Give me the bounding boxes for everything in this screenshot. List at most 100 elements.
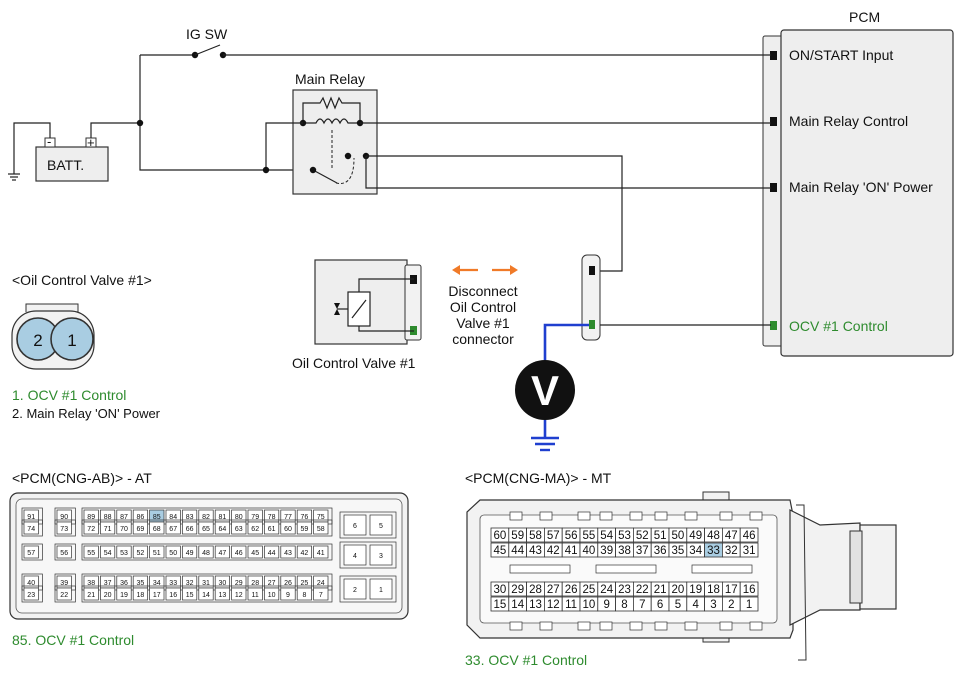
pcm-ma-pin-label: 38 <box>618 545 631 557</box>
pcm-ab-pin <box>264 521 280 535</box>
pcm-ma-pin-label: 41 <box>565 545 578 557</box>
pcm-ma-latch <box>629 511 643 521</box>
pcm-ma-pin-label: 48 <box>707 530 720 542</box>
ocv-connector-pin-1: 1 <box>67 331 76 350</box>
pcm-ab-pin-label: 42 <box>301 550 309 557</box>
pcm-ma-note: 33. OCV #1 Control <box>465 652 587 668</box>
pcm-ma-latch <box>577 511 591 521</box>
pcm-ma-connector <box>466 491 897 661</box>
pcm-ab-pin-label: 66 <box>186 526 194 533</box>
pcm-ma-pin-label: 44 <box>511 545 524 557</box>
ocv-connector-title: <Oil Control Valve #1> <box>12 272 152 288</box>
pcm-ab-pin-label: 17 <box>153 592 161 599</box>
pcm-ab-pin <box>165 521 181 535</box>
pcm-ab-pin-label: 78 <box>268 514 276 521</box>
pcm-ab-pin-label: 19 <box>120 592 128 599</box>
pcm-ab-pin-label: 56 <box>60 550 68 557</box>
ocv-legend-1: 1. OCV #1 Control <box>12 387 126 403</box>
pcm-ma-pin-label: 52 <box>636 530 649 542</box>
probe-ground-icon <box>531 436 559 452</box>
pcm-ma-pin-label: 36 <box>654 545 667 557</box>
pcm-ab-side-pin-label: 4 <box>353 553 357 560</box>
pcm-ab-pin-label: 70 <box>120 526 128 533</box>
pcm-ma-pin-label: 6 <box>657 599 663 611</box>
pcm-ma-latch <box>749 621 763 631</box>
pcm-ab-pin-label: 59 <box>301 526 309 533</box>
pcm-ma-pin-label: 11 <box>565 599 577 611</box>
pcm-ma-pin-label: 2 <box>728 599 734 611</box>
pcm-ab-pin <box>56 521 72 535</box>
pcm-ab-pin-label: 10 <box>268 592 276 599</box>
battery-minus-label: - <box>47 134 51 149</box>
pcm-ma-key <box>595 564 657 574</box>
pcm-ma-pin-label: 58 <box>529 530 542 542</box>
pcm-ab-pin-label: 28 <box>251 580 259 587</box>
pcm-ab-pin <box>132 521 148 535</box>
pcm-ab-pin <box>198 587 214 601</box>
pcm-ma-pin-label: 56 <box>565 530 578 542</box>
pcm-ab-pin <box>198 521 214 535</box>
ocv-harness-connector <box>581 254 601 341</box>
pcm-ab-pin <box>132 545 148 559</box>
pcm-ma-pin-label: 51 <box>654 530 667 542</box>
pcm-ma-pin-label: 27 <box>547 584 560 596</box>
pcm-ab-pin-label: 75 <box>317 514 325 521</box>
pcm-ma-latch <box>599 621 613 631</box>
pcm-ab-pin <box>56 587 72 601</box>
pcm-ab-pin <box>247 587 263 601</box>
pcm-ab-pin <box>264 587 280 601</box>
pcm-ab-pin-label: 23 <box>27 592 35 599</box>
pcm-ma-latch <box>599 511 613 521</box>
pcm-ab-side-group <box>339 511 397 539</box>
pcm-ma-latch <box>654 621 668 631</box>
pcm-ma-latch <box>539 621 553 631</box>
pcm-ab-pin <box>296 521 312 535</box>
pcm-ab-pin-label: 14 <box>202 592 210 599</box>
pcm-ab-pin-label: 79 <box>251 514 259 521</box>
ig-switch-icon <box>191 44 771 59</box>
pcm-ab-title: <PCM(CNG-AB)> - AT <box>12 470 152 486</box>
relay-wires <box>262 122 771 272</box>
pcm-ab-pin-label: 15 <box>186 592 194 599</box>
pcm-ab-pin-label: 91 <box>27 514 35 521</box>
pcm-ma-pin-label: 19 <box>689 584 702 596</box>
pcm-ab-pin-label: 83 <box>186 514 194 521</box>
pcm-ma-pin-label: 25 <box>583 584 596 596</box>
pcm-ab-pin <box>247 545 263 559</box>
pcm-ma-pin-label: 12 <box>547 599 560 611</box>
pcm-ab-pin-label: 58 <box>317 526 325 533</box>
ocv-connector-pin-2: 2 <box>33 331 42 350</box>
pcm-ab-pin <box>296 545 312 559</box>
pcm-ab-pin-group <box>54 585 76 603</box>
pcm-ab-pin-label: 82 <box>202 514 210 521</box>
pcm-ab-pin-label: 88 <box>104 514 112 521</box>
pcm-ab-pin-label: 27 <box>268 580 276 587</box>
pcm-ab-pin <box>313 545 329 559</box>
pcm-ma-pin-label: 50 <box>672 530 685 542</box>
pcm-ab-pin-group <box>54 519 76 537</box>
ig-switch-label: IG SW <box>186 26 228 42</box>
pcm-ma-pin-label: 16 <box>743 584 756 596</box>
pcm-ma-pin-label: 18 <box>707 584 720 596</box>
voltmeter-icon: V <box>515 360 575 420</box>
pcm-ab-pin <box>23 545 39 559</box>
pcm-ab-side-group <box>339 575 397 603</box>
pcm-ma-pin-label: 30 <box>494 584 507 596</box>
pcm-ab-pin-label: 80 <box>235 514 243 521</box>
pcm-ab-side-group <box>339 541 397 569</box>
pcm-ab-pin-group <box>21 543 43 561</box>
pcm-ab-pin-label: 7 <box>319 592 323 599</box>
pcm-ma-pin <box>739 596 759 612</box>
pcm-ma-pin-label: 49 <box>689 530 702 542</box>
pcm-ab-pin <box>116 521 132 535</box>
battery-plus-label: + <box>87 135 95 150</box>
pcm-ab-pin-label: 11 <box>252 592 259 599</box>
pcm-ma-pin-label: 8 <box>621 599 627 611</box>
pcm-ab-pin-label: 43 <box>284 550 292 557</box>
pcm-ab-side-pin <box>369 544 393 566</box>
pcm-ma-pin-label: 3 <box>710 599 716 611</box>
pcm-ab-pin <box>264 545 280 559</box>
pcm-ma-latch <box>577 621 591 631</box>
pcm-pin-on-start <box>770 51 777 60</box>
